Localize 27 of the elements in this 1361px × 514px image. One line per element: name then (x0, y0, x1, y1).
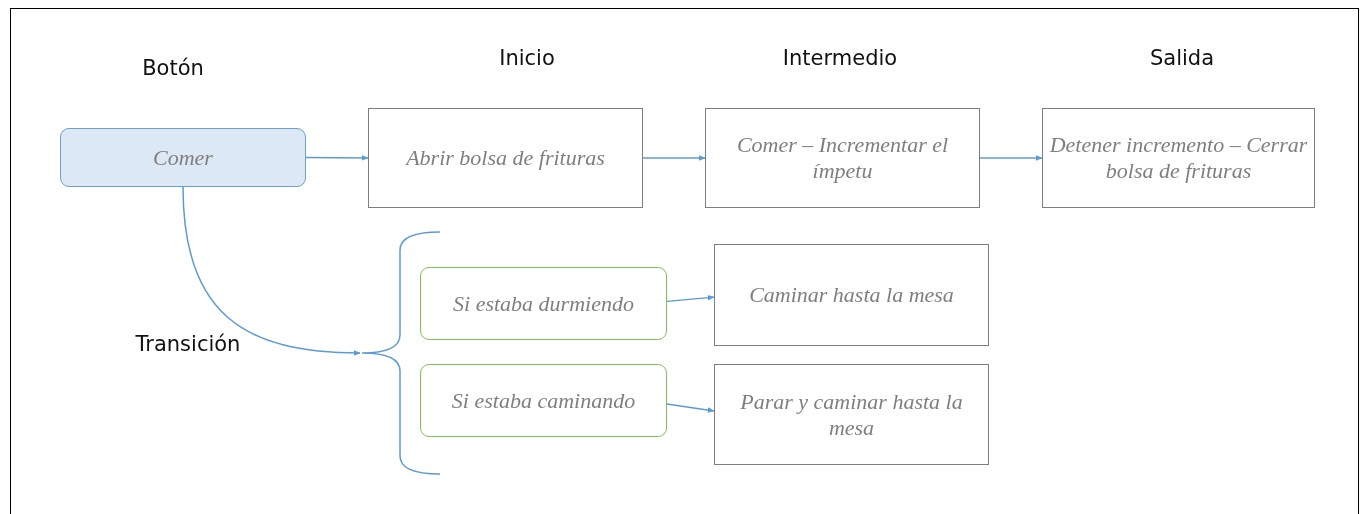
box-text: Caminar hasta la mesa (748, 282, 955, 308)
condition-box (420, 267, 667, 340)
box-text: Comer (152, 144, 214, 171)
arrow (666, 403, 715, 413)
column-heading: Inicio (499, 46, 555, 70)
start-button-box (60, 128, 306, 187)
process-box (714, 364, 989, 465)
box-text: Abrir bolsa de frituras (404, 145, 606, 171)
row-heading: Transición (135, 332, 241, 356)
column-heading: Intermedio (782, 46, 898, 70)
box-text: Detener incremento – Cerrar bolsa de frituras (1048, 132, 1309, 184)
process-box (1042, 108, 1315, 208)
box-text: Comer – Incrementar el ímpetu (735, 132, 950, 184)
arrow (305, 155, 369, 161)
arrow (979, 155, 1043, 161)
column-heading: Salida (1149, 46, 1215, 70)
process-box (705, 108, 980, 208)
box-text: Si estaba caminando (450, 387, 637, 414)
box-text: Parar y caminar hasta la mesa (739, 388, 964, 441)
arrow (642, 155, 706, 161)
column-heading: Botón (142, 56, 204, 80)
condition-box (420, 364, 667, 437)
box-text: Si estaba durmiendo (452, 290, 635, 317)
process-box (368, 108, 643, 208)
process-box (714, 244, 989, 346)
arrow (182, 186, 361, 356)
arrow (666, 294, 715, 303)
